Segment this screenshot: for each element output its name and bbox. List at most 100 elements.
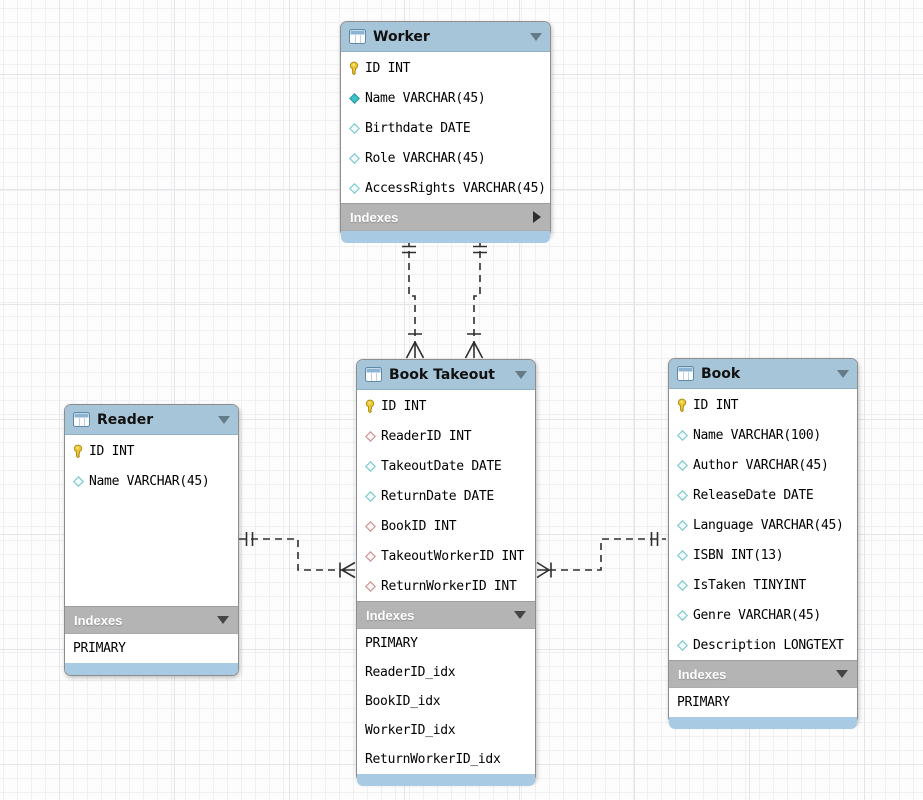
table-title: Worker [373, 28, 430, 45]
column-text: ID INT [89, 443, 135, 459]
column-diamond-icon [72, 475, 84, 487]
relationship-worker-takeout-1 [402, 239, 425, 359]
index-list: PRIMARY [669, 688, 857, 717]
column-row[interactable]: TakeoutDate DATE [357, 451, 535, 481]
column-text: Name VARCHAR(100) [693, 427, 821, 443]
column-row[interactable]: ID INT [357, 391, 535, 421]
column-text: ReleaseDate DATE [693, 487, 814, 503]
table-footer [341, 231, 550, 243]
table-footer [357, 774, 535, 786]
collapse-arrow-icon[interactable] [836, 670, 848, 678]
column-row[interactable]: Birthdate DATE [341, 113, 550, 143]
column-diamond-icon [364, 460, 376, 472]
column-diamond-filled-icon [348, 92, 360, 104]
column-row[interactable]: Genre VARCHAR(45) [669, 600, 857, 630]
column-row[interactable]: TakeoutWorkerID INT [357, 541, 535, 571]
index-row[interactable]: PRIMARY [73, 641, 126, 656]
index-row[interactable]: PRIMARY [365, 636, 418, 651]
table-title: Book Takeout [389, 366, 495, 383]
cardinality-many-marker [405, 333, 425, 359]
relationship-line[interactable] [549, 538, 666, 571]
column-row[interactable]: ISBN INT(13) [669, 540, 857, 570]
table-header[interactable]: Reader [65, 405, 238, 435]
column-row[interactable]: Name VARCHAR(45) [341, 83, 550, 113]
column-text: Role VARCHAR(45) [365, 150, 486, 166]
column-row[interactable]: AccessRights VARCHAR(45) [341, 173, 550, 203]
indexes-label: Indexes [350, 209, 399, 225]
index-row[interactable]: BookID_idx [365, 694, 441, 709]
relationship-line[interactable] [239, 538, 342, 571]
collapse-arrow-icon[interactable] [217, 616, 229, 624]
column-text: Genre VARCHAR(45) [693, 607, 821, 623]
index-row[interactable]: ReturnWorkerID_idx [365, 752, 501, 767]
column-text: Birthdate DATE [365, 120, 471, 136]
column-row[interactable]: IsTaken TINYINT [669, 570, 857, 600]
column-row[interactable]: ID INT [669, 390, 857, 420]
table-header[interactable]: Worker [341, 22, 550, 52]
column-row[interactable]: Name VARCHAR(45) [65, 466, 238, 496]
table-icon [73, 412, 90, 427]
column-text: ReturnWorkerID INT [381, 578, 517, 594]
index-row[interactable]: PRIMARY [677, 695, 730, 710]
column-row[interactable]: ReaderID INT [357, 421, 535, 451]
table-footer [65, 663, 238, 675]
table-header[interactable]: Book Takeout [357, 360, 535, 390]
relationship-line[interactable] [408, 239, 416, 342]
indexes-header[interactable]: Indexes [669, 660, 857, 688]
column-diamond-icon [676, 519, 688, 531]
column-row[interactable]: ReturnWorkerID INT [357, 571, 535, 601]
cardinality-one-marker [402, 245, 416, 254]
column-text: Name VARCHAR(45) [89, 473, 210, 489]
primary-key-icon [72, 444, 84, 459]
relationship-reader-takeout [239, 532, 356, 579]
column-diamond-icon [676, 429, 688, 441]
column-text: TakeoutWorkerID INT [381, 548, 525, 564]
cardinality-many-marker [464, 333, 484, 359]
cardinality-many-marker [536, 561, 552, 579]
column-row[interactable]: BookID INT [357, 511, 535, 541]
column-row[interactable]: Author VARCHAR(45) [669, 450, 857, 480]
cardinality-one-marker [473, 245, 487, 254]
collapse-arrow-icon[interactable] [837, 369, 849, 378]
index-row[interactable]: WorkerID_idx [365, 723, 456, 738]
column-diamond-icon [364, 490, 376, 502]
relationship-book-takeout [536, 532, 666, 579]
column-text: ISBN INT(13) [693, 547, 784, 563]
primary-key-icon [348, 61, 360, 76]
index-row[interactable]: ReaderID_idx [365, 665, 456, 680]
column-text: Language VARCHAR(45) [693, 517, 844, 533]
column-row[interactable]: ID INT [65, 436, 238, 466]
column-row[interactable]: Name VARCHAR(100) [669, 420, 857, 450]
indexes-label: Indexes [366, 607, 415, 623]
collapse-arrow-icon[interactable] [514, 611, 526, 619]
column-row[interactable]: ReleaseDate DATE [669, 480, 857, 510]
collapse-arrow-icon[interactable] [530, 32, 542, 41]
column-row[interactable]: ReturnDate DATE [357, 481, 535, 511]
table-header[interactable]: Book [669, 359, 857, 389]
table-icon [365, 367, 382, 382]
column-row[interactable]: Language VARCHAR(45) [669, 510, 857, 540]
indexes-header[interactable]: Indexes [65, 606, 238, 634]
foreign-key-diamond-icon [364, 550, 376, 562]
column-row[interactable]: Role VARCHAR(45) [341, 143, 550, 173]
indexes-header[interactable]: Indexes [357, 601, 535, 629]
foreign-key-diamond-icon [364, 430, 376, 442]
collapse-arrow-icon[interactable] [515, 370, 527, 379]
column-row[interactable]: ID INT [341, 53, 550, 83]
foreign-key-diamond-icon [364, 520, 376, 532]
indexes-header[interactable]: Indexes [341, 203, 550, 231]
expand-arrow-icon[interactable] [533, 211, 541, 223]
column-text: Author VARCHAR(45) [693, 457, 829, 473]
relationship-line[interactable] [473, 239, 481, 342]
collapse-arrow-icon[interactable] [218, 415, 230, 424]
indexes-label: Indexes [74, 612, 123, 628]
column-row[interactable]: Description LONGTEXT [669, 630, 857, 660]
